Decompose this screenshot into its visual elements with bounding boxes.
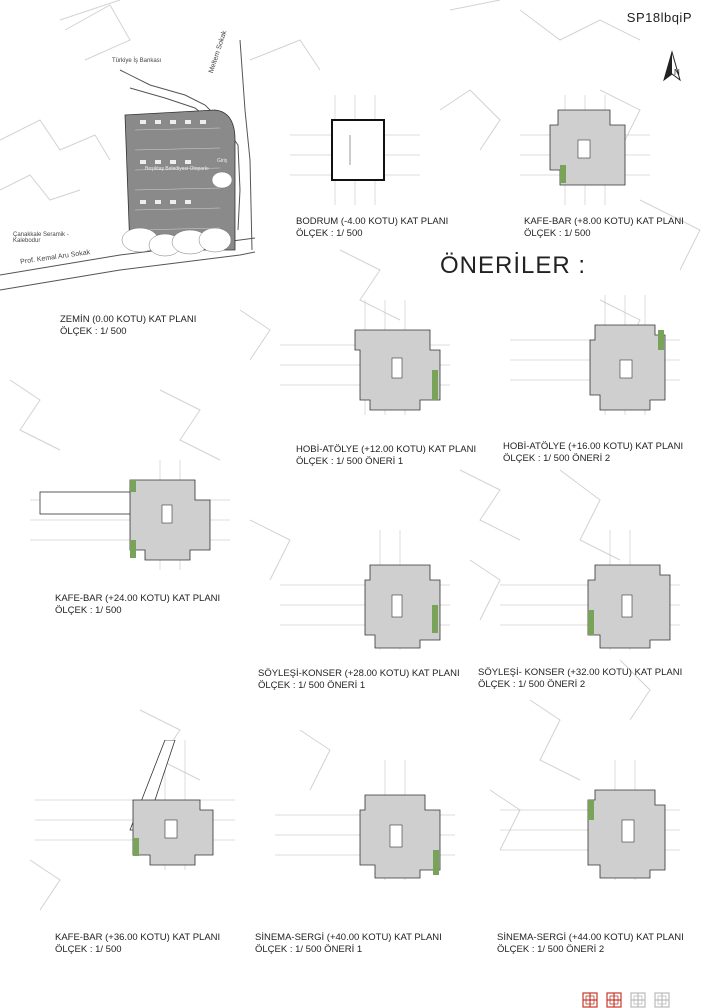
caption-title: HOBİ-ATÖLYE (+16.00 KOTU) KAT PLANI — [503, 441, 684, 452]
plan-drawing-sin44 — [500, 760, 680, 880]
caption-title: HOBİ-ATÖLYE (+12.00 KOTU) KAT PLANI — [296, 444, 477, 455]
caption-scale: ÖLÇEK : 1/ 500 ÖNERİ 1 — [255, 944, 363, 955]
label-giris: Giriş — [217, 158, 228, 164]
caption-title: KAFE-BAR (+24.00 KOTU) KAT PLANI — [55, 593, 221, 604]
caption-title: SÖYLEŞİ- KONSER (+32.00 KOTU) KAT PLANI — [478, 667, 683, 678]
caption-title: BODRUM (-4.00 KOTU) KAT PLANI — [296, 216, 449, 227]
footer-icons — [582, 992, 670, 1008]
caption-title: KAFE-BAR (+8.00 KOTU) KAT PLANI — [524, 216, 684, 227]
caption-title: SİNEMA-SERGİ (+40.00 KOTU) KAT PLANI — [255, 932, 442, 943]
label-bank: Türkiye İş Bankası — [112, 58, 162, 64]
caption-title: SÖYLEŞİ-KONSER (+28.00 KOTU) KAT PLANI — [258, 668, 460, 679]
caption-soy32: SÖYLEŞİ- KONSER (+32.00 KOTU) KAT PLANI … — [478, 667, 682, 691]
site-plan-drawing — [121, 109, 236, 257]
caption-zemin: ZEMİN (0.00 KOTU) KAT PLANI ÖLÇEK : 1/ 5… — [60, 314, 196, 338]
caption-sin40: SİNEMA-SERGİ (+40.00 KOTU) KAT PLANI ÖLÇ… — [255, 932, 442, 956]
caption-hobi16: HOBİ-ATÖLYE (+16.00 KOTU) KAT PLANI ÖLÇE… — [503, 441, 683, 465]
caption-bodrum: BODRUM (-4.00 KOTU) KAT PLANI ÖLÇEK : 1/… — [296, 216, 448, 240]
plan-drawing-kafe8 — [520, 95, 650, 205]
label-ceramic: Çanakkale Seramik - Kalebodur — [13, 232, 69, 244]
caption-scale: ÖLÇEK : 1/ 500 — [55, 605, 122, 616]
north-arrow-icon: N — [660, 50, 684, 84]
sheet-code: SP18lbqiP — [626, 10, 692, 25]
plan-drawing-bodrum — [290, 95, 420, 205]
north-label: N — [674, 68, 680, 77]
page-heading: ÖNERİLER : — [440, 252, 587, 279]
cross-pattern-icon — [582, 992, 598, 1008]
caption-sin44: SİNEMA-SERGİ (+44.00 KOTU) KAT PLANI ÖLÇ… — [497, 932, 684, 956]
caption-kafe24: KAFE-BAR (+24.00 KOTU) KAT PLANI ÖLÇEK :… — [55, 593, 220, 617]
caption-scale: ÖLÇEK : 1/ 500 — [524, 228, 591, 239]
plan-drawing-soy28 — [280, 530, 450, 650]
plan-drawing-soy32 — [500, 530, 680, 650]
caption-scale: ÖLÇEK : 1/ 500 ÖNERİ 1 — [258, 680, 366, 691]
plan-drawing-sin40 — [275, 760, 455, 880]
caption-scale: ÖLÇEK : 1/ 500 — [55, 944, 122, 955]
caption-title: KAFE-BAR (+36.00 KOTU) KAT PLANI — [55, 932, 221, 943]
caption-scale: ÖLÇEK : 1/ 500 ÖNERİ 2 — [497, 944, 605, 955]
caption-kafe36: KAFE-BAR (+36.00 KOTU) KAT PLANI ÖLÇEK :… — [55, 932, 220, 956]
caption-soy28: SÖYLEŞİ-KONSER (+28.00 KOTU) KAT PLANI Ö… — [258, 668, 460, 692]
caption-scale: ÖLÇEK : 1/ 500 ÖNERİ 2 — [478, 679, 586, 690]
caption-kafe8: KAFE-BAR (+8.00 KOTU) KAT PLANI ÖLÇEK : … — [524, 216, 684, 240]
plan-drawing-hobi16 — [510, 295, 680, 415]
label-building: Beşiktaş Belediyesi Otoparkı — [145, 166, 209, 172]
cross-pattern-icon — [630, 992, 646, 1008]
caption-title: SİNEMA-SERGİ (+44.00 KOTU) KAT PLANI — [497, 932, 684, 943]
plan-drawing-kafe24 — [30, 460, 230, 570]
plan-drawing-kafe36 — [35, 740, 235, 870]
caption-scale: ÖLÇEK : 1/ 500 — [60, 326, 127, 337]
plan-drawing-hobi12 — [280, 300, 450, 415]
caption-scale: ÖLÇEK : 1/ 500 ÖNERİ 2 — [503, 453, 611, 464]
caption-title: ZEMİN (0.00 KOTU) KAT PLANI — [60, 314, 197, 325]
cross-pattern-icon — [606, 992, 622, 1008]
caption-scale: ÖLÇEK : 1/ 500 ÖNERİ 1 — [296, 456, 404, 467]
caption-scale: ÖLÇEK : 1/ 500 — [296, 228, 363, 239]
cross-pattern-icon — [654, 992, 670, 1008]
caption-hobi12: HOBİ-ATÖLYE (+12.00 KOTU) KAT PLANI ÖLÇE… — [296, 444, 476, 468]
